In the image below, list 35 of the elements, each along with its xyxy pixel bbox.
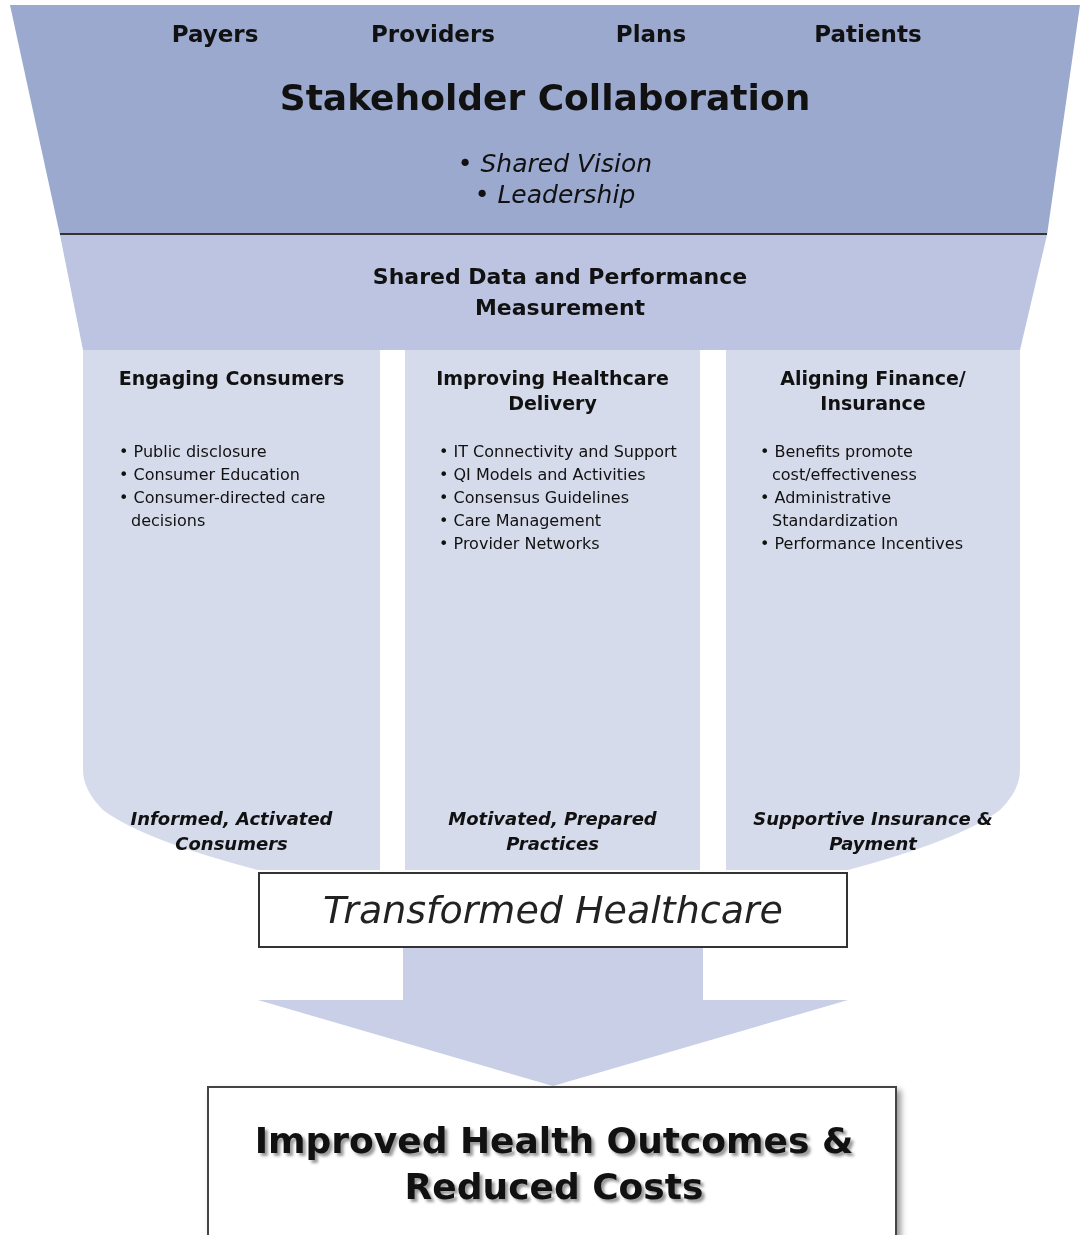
- column-heading: Engaging Consumers: [117, 366, 346, 391]
- funnel-column: [83, 350, 380, 870]
- bullet-item: • Public disclosure: [119, 441, 268, 463]
- funnel-top-band: [10, 5, 1080, 235]
- bullet-item: • Benefits promote cost/effectiveness: [760, 441, 918, 486]
- stakeholder-label: Plans: [614, 21, 688, 47]
- stakeholder-label: Patients: [813, 21, 923, 47]
- column-heading: Improving Healthcare Delivery: [435, 366, 670, 416]
- result-box: [258, 872, 848, 948]
- bullet-item: • Consumer-directed care decisions: [119, 487, 327, 532]
- result-text: Transformed Healthcare: [322, 888, 784, 932]
- bullet-item: • QI Models and Activities: [439, 464, 647, 486]
- bullet-item: • Performance Incentives: [760, 533, 964, 555]
- outcome-text: Improved Health Outcomes & Reduced Costs: [253, 1119, 855, 1209]
- bullet-item: • Consensus Guidelines: [439, 487, 631, 509]
- outcome-box: [207, 1086, 897, 1235]
- stakeholder-label: Providers: [370, 21, 496, 47]
- funnel-column: [726, 350, 1020, 870]
- funnel-middle-band: [60, 235, 1047, 350]
- band-title: Shared Data and Performance Measurement: [371, 263, 749, 322]
- column-outcome: Informed, Activated Consumers: [129, 807, 334, 856]
- column-heading: Aligning Finance/ Insurance: [779, 366, 967, 416]
- bullet-item: • Provider Networks: [439, 533, 601, 555]
- bullet-item: • Leadership: [473, 180, 637, 209]
- column-outcome: Motivated, Prepared Practices: [447, 807, 658, 856]
- stakeholder-label: Payers: [170, 21, 260, 47]
- arrow: [258, 948, 848, 1086]
- bullet-item: • IT Connectivity and Support: [439, 441, 678, 463]
- bullet-item: • Care Management: [439, 510, 603, 532]
- band-title: Stakeholder Collaboration: [278, 77, 812, 118]
- funnel-column: [405, 350, 700, 870]
- bullet-item: • Administrative Standardization: [760, 487, 900, 532]
- column-outcome: Supportive Insurance & Payment: [752, 807, 994, 856]
- bullet-item: • Consumer Education: [119, 464, 301, 486]
- bullet-item: • Shared Vision: [456, 149, 654, 178]
